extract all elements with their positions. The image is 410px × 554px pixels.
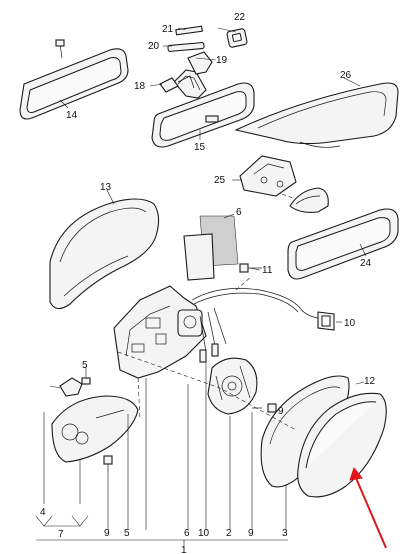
callout-13: 13 [100, 182, 112, 193]
part-2-motor [207, 357, 258, 415]
callout-3: 3 [282, 528, 288, 539]
assembly-lines [117, 275, 297, 431]
callout-14: 14 [66, 110, 78, 121]
callout-9-screw: 9 [278, 406, 284, 417]
leader-lines [49, 27, 367, 389]
callout-6-top: 6 [236, 207, 242, 218]
part-6-pad [183, 215, 239, 281]
bottom-bracket [35, 352, 288, 550]
part-26-trim-cover [234, 82, 399, 148]
callout-15: 15 [194, 142, 206, 153]
callout-7: 7 [58, 529, 64, 540]
part-15-interior-mirror-sensor [151, 82, 255, 148]
part-10-wiring-harness [191, 288, 335, 363]
part-12-mirror-glass [297, 392, 387, 498]
callout-6-bottom: 6 [184, 528, 190, 539]
callout-21: 21 [162, 24, 174, 35]
callout-9-middle: 9 [248, 528, 254, 539]
callout-11: 11 [262, 265, 273, 276]
callout-10-bottom: 10 [198, 528, 210, 539]
part-24-interior-mirror [287, 208, 399, 280]
callout-9-lower: 9 [104, 528, 110, 539]
callout-19: 19 [216, 55, 228, 66]
part-13-mirror-cap [49, 198, 160, 310]
part-9-screw-lower [103, 455, 113, 472]
part-24-housing [289, 187, 329, 213]
callout-5-bottom: 5 [124, 528, 130, 539]
callout-5-top: 5 [82, 360, 88, 371]
callout-4: 4 [40, 507, 46, 518]
callout-2: 2 [226, 528, 232, 539]
callout-10-right: 10 [344, 318, 356, 329]
callout-12: 12 [364, 376, 376, 387]
part-4-lower-housing [51, 395, 139, 463]
part-9-screw-motor [252, 403, 277, 413]
part-5-clip [59, 377, 91, 397]
callout-22: 22 [234, 12, 246, 23]
callout-18: 18 [134, 81, 146, 92]
highlight-arrow [349, 466, 387, 549]
part-14-interior-mirror [19, 39, 129, 120]
callout-26: 26 [340, 70, 352, 81]
callout-24: 24 [360, 258, 372, 269]
parts-18-22-mount-components [159, 25, 248, 99]
callout-1: 1 [181, 545, 187, 554]
callout-20: 20 [148, 41, 160, 52]
part-25-bracket [239, 155, 305, 207]
callout-25: 25 [214, 175, 226, 186]
callout-labels: 22 21 20 19 18 14 15 26 25 24 13 6 11 10… [40, 12, 376, 554]
part-frame-housing [113, 285, 207, 379]
